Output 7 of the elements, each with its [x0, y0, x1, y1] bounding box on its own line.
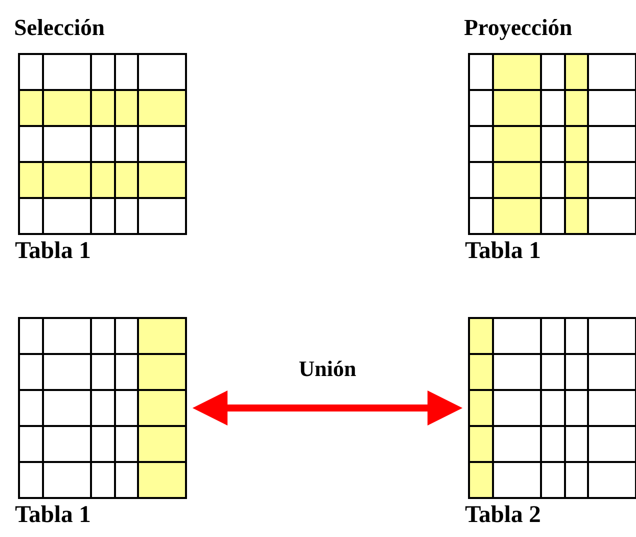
double-arrow — [192, 390, 462, 426]
table-caption: Tabla 1 — [465, 239, 541, 263]
table-caption: Tabla 2 — [465, 503, 541, 527]
heading: Selección — [14, 16, 105, 39]
heading: Proyección — [464, 16, 572, 39]
table-caption: Tabla 1 — [15, 239, 91, 263]
table-caption: Tabla 1 — [15, 503, 91, 527]
